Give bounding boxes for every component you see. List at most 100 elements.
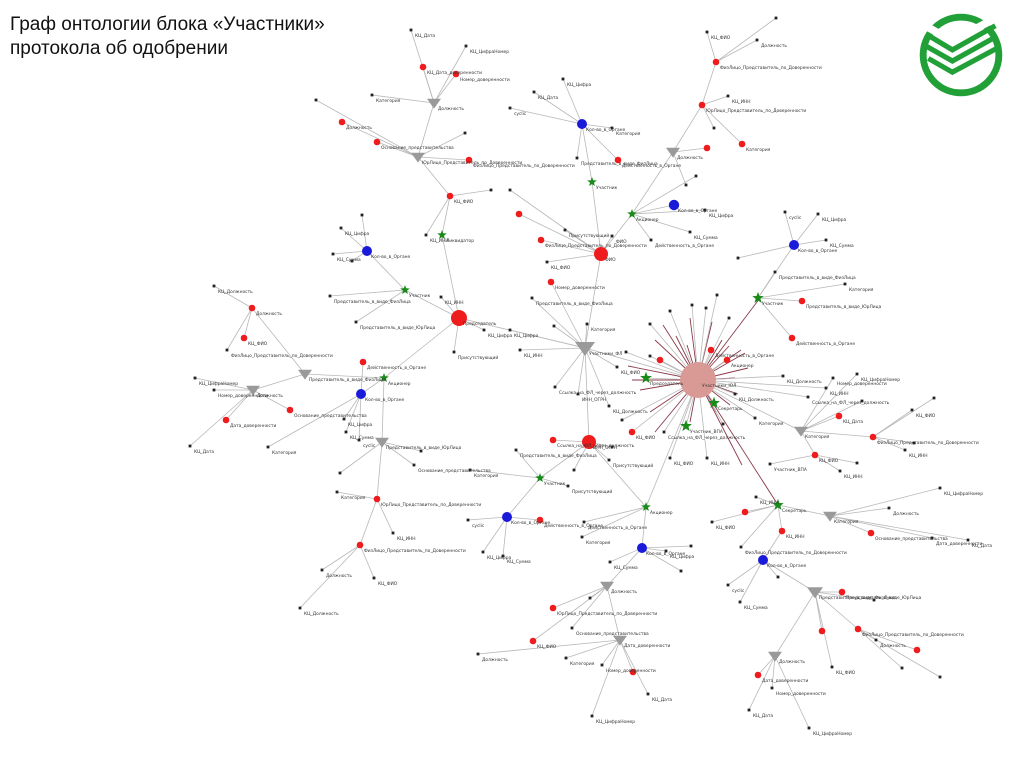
group-node (427, 98, 441, 109)
person-node (536, 516, 544, 524)
attribute-node (855, 372, 859, 376)
attribute-node (712, 126, 716, 130)
graph-edge (872, 436, 915, 444)
attribute-node (481, 550, 485, 554)
group-node (411, 152, 425, 163)
node-label: КЦ_Цифра (348, 422, 373, 428)
graph-edge (562, 78, 583, 125)
attribute-node (582, 520, 586, 524)
attribute-node (824, 238, 828, 242)
attribute-node (938, 675, 942, 679)
attribute-node (576, 392, 580, 396)
graph-edge (829, 515, 969, 541)
node-label: ФИО (605, 257, 616, 263)
graph-edge (343, 393, 362, 420)
node-label: Представитель_в_виде_ФизЛица (536, 301, 613, 307)
node-label: КЦ_ИНН (524, 353, 543, 359)
node-label: Секретарь (782, 508, 807, 514)
graph-edge (672, 147, 708, 153)
organization-node (362, 246, 372, 256)
node-label: КЦ_Должность (787, 379, 822, 385)
graph-edge (701, 104, 715, 129)
attribute-node (572, 468, 576, 472)
graph-edge (315, 99, 419, 158)
attribute-node (564, 656, 568, 660)
organization-node (668, 199, 680, 211)
node-label: КЦ_ЦифраНомер (199, 381, 238, 387)
graph-edge (697, 379, 809, 398)
node-label: Действенность_в_Органе (367, 364, 426, 371)
node-label: Дата_доверенности (936, 541, 982, 547)
graph-edge (800, 430, 874, 438)
graph-edge (417, 156, 470, 161)
graph-edge (857, 628, 941, 678)
node-label: Основание_представительства (381, 145, 454, 151)
node-label: ФизЛицо_Представитель_по_Доверенности (720, 65, 822, 71)
graph-edge (355, 289, 406, 323)
attribute-node (607, 458, 611, 462)
graph-edge (829, 487, 941, 517)
graph-edge (581, 123, 613, 129)
role-node (437, 230, 447, 239)
graph-edge (748, 655, 776, 711)
role-node (708, 396, 720, 408)
node-label: КЦ_Сумма (694, 235, 718, 241)
node-label: КЦ_ИНН (909, 453, 928, 459)
attribute-node (694, 174, 698, 178)
attribute-node (580, 535, 584, 539)
attribute-node (600, 663, 604, 667)
attribute-node (668, 456, 672, 460)
graph-edge (533, 91, 583, 125)
logo-check-top (926, 13, 999, 46)
slide-title-line-2: протокола об одобрении (10, 38, 228, 59)
node-label: Присутствующий (569, 232, 609, 239)
node-label: Ссылка_на_ФЛ_через_должность (559, 390, 637, 396)
node-label: КЦ_ФИО (674, 461, 694, 467)
node-label: Должность (611, 589, 637, 595)
logo-check-3 (927, 44, 1001, 76)
graph-edge (631, 175, 697, 215)
graph-edge (565, 639, 621, 659)
graph-edge (715, 39, 758, 63)
graph-edge (422, 66, 435, 104)
node-label: КЦ_Дата (415, 33, 435, 39)
graph-edge (800, 373, 858, 432)
node-label: Основание_представительства (875, 536, 948, 542)
node-label: Категория (272, 450, 297, 456)
graph-edge (345, 393, 362, 433)
graph-edge (332, 250, 368, 255)
attribute-node (938, 486, 942, 490)
person-node (529, 637, 537, 645)
node-label: Ссылка_на_ФЛ_через_должность (812, 400, 890, 406)
graph-edge (814, 454, 858, 464)
node-label: Акционер (388, 381, 411, 387)
attribute-node (391, 531, 395, 535)
attribute-node (739, 545, 743, 549)
attribute-node (409, 28, 413, 32)
graph-edge (829, 515, 933, 539)
node-label: Участник (544, 481, 566, 487)
node-label: Номер_доверенности (555, 285, 605, 291)
node-label: КЦ_ФИО (537, 644, 557, 650)
node-label: КЦ_ИНН (732, 99, 751, 105)
person-node (913, 646, 921, 654)
group-node (600, 581, 614, 592)
graph-edge (600, 213, 633, 255)
group-node (575, 342, 595, 356)
attribute-node (552, 324, 556, 328)
graph-edge (361, 214, 368, 252)
node-label: КЦ_ЦифраНомер (861, 377, 900, 383)
node-label: ФизЛицо_Представитель_по_Доверенности (473, 163, 575, 169)
graph-edge (376, 498, 394, 534)
graph-edge (194, 377, 254, 391)
attribute-node (501, 554, 505, 558)
person-node (356, 541, 364, 549)
graph-edge (571, 585, 608, 629)
graph-edge (340, 227, 368, 252)
node-label: ФизЛицо_Представитель_по_Доверенности (545, 243, 647, 249)
attribute-node (705, 456, 709, 460)
graph-nodes (188, 16, 970, 730)
attribute-node (648, 354, 652, 358)
graph-edge (814, 591, 875, 601)
graph-edge (581, 506, 647, 538)
